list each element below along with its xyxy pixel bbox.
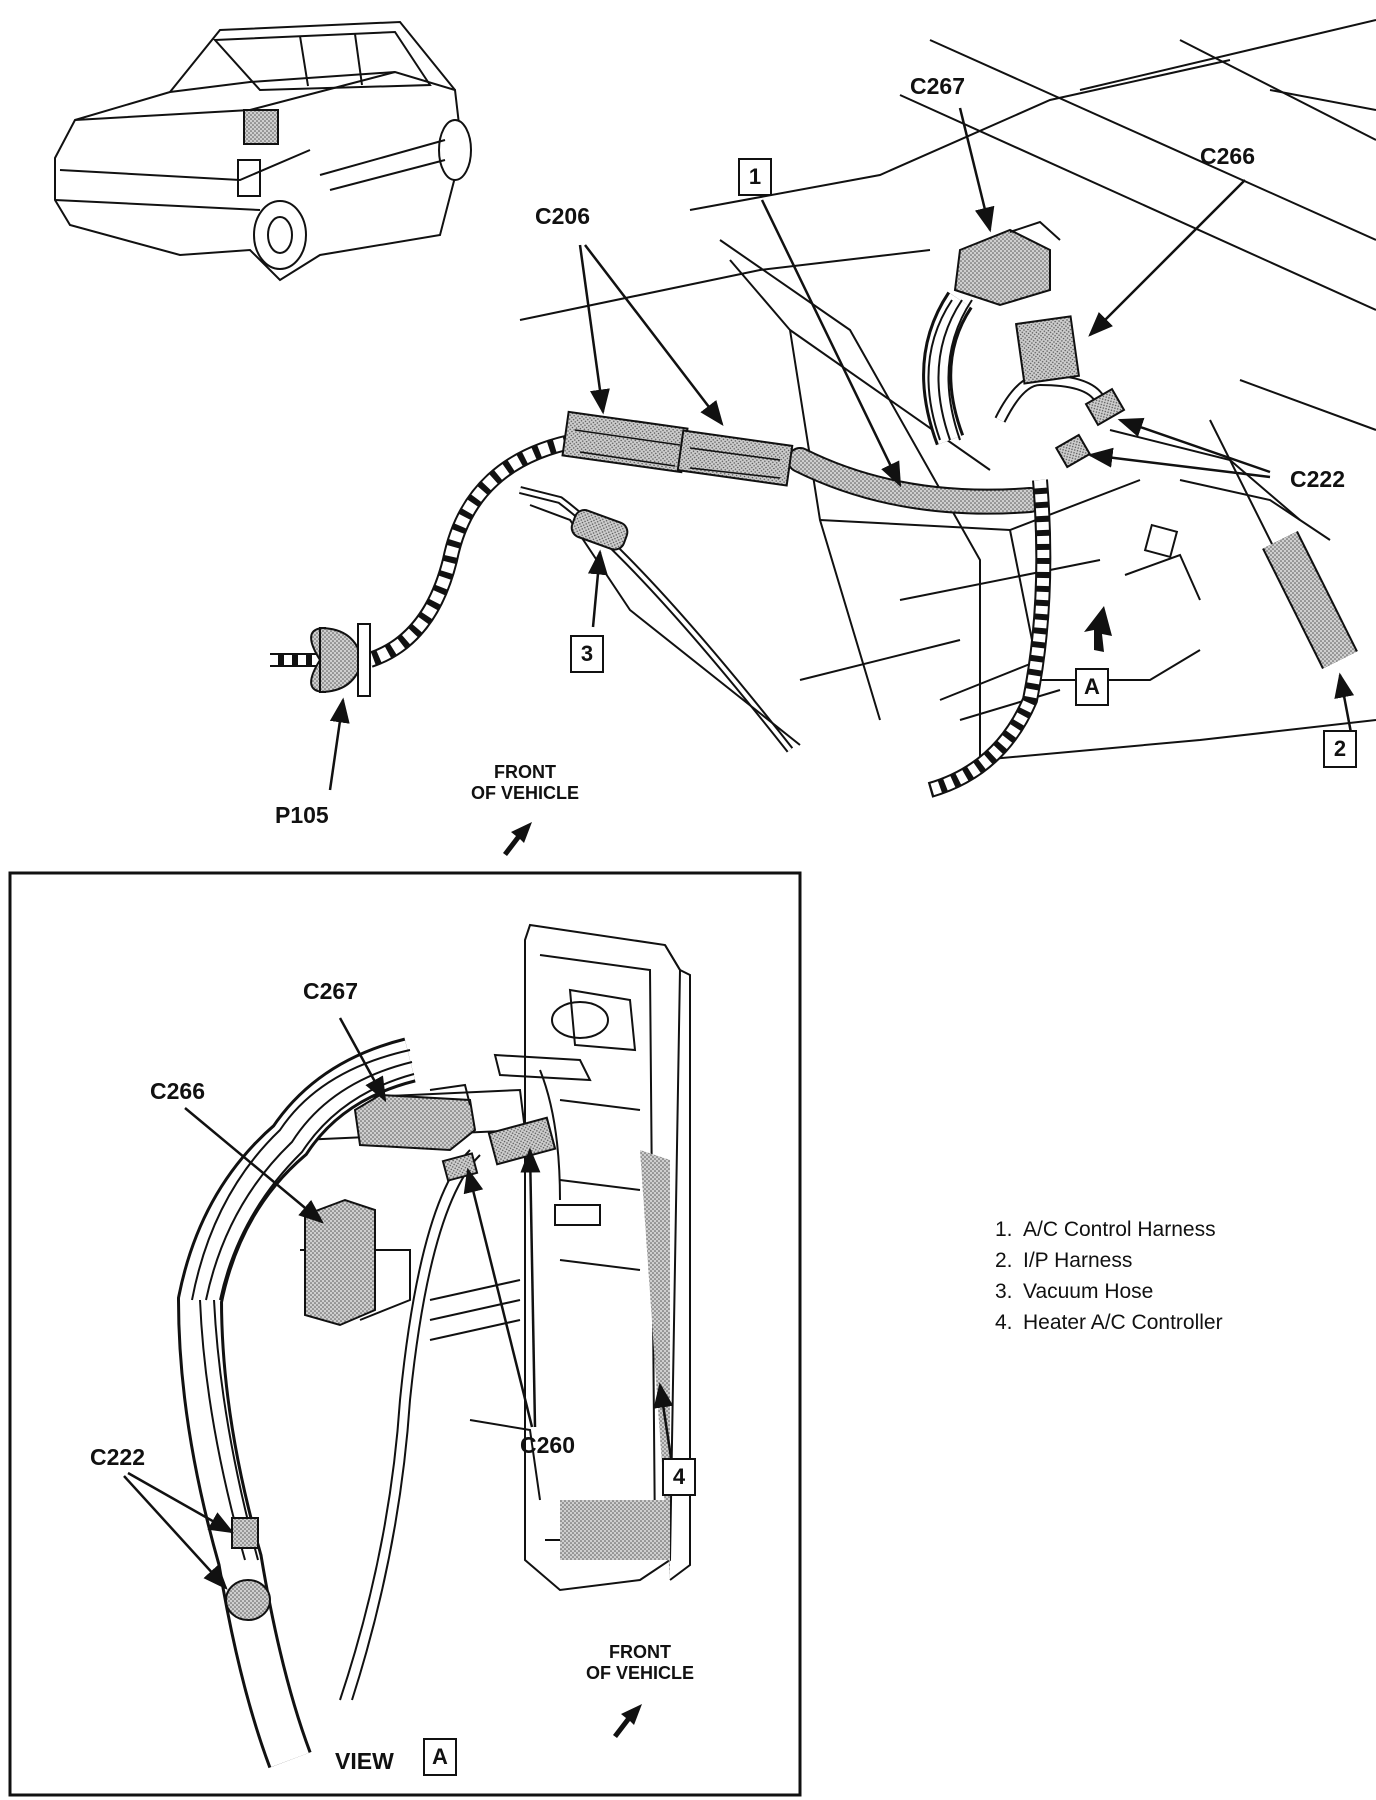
legend-text: Vacuum Hose xyxy=(1023,1280,1154,1303)
c222-label: C222 xyxy=(1290,466,1345,492)
legend-text: I/P Harness xyxy=(1023,1249,1133,1272)
vehicle-thumbnail xyxy=(54,20,472,282)
c206-label: C206 xyxy=(535,203,590,229)
callout-4: 4 xyxy=(662,1458,696,1496)
inset-front-line2: OF VEHICLE xyxy=(585,1662,694,1683)
callout-view-a: A xyxy=(1075,668,1109,706)
legend-item: 3. Vacuum Hose xyxy=(995,1280,1223,1311)
inset-c266-label: C266 xyxy=(150,1078,205,1104)
inset-front-line1: FRONT xyxy=(609,1642,671,1662)
c267-label: C267 xyxy=(910,73,965,99)
view-label: VIEW xyxy=(335,1748,394,1774)
legend-num: 3. xyxy=(995,1280,1013,1303)
view-a-box: A xyxy=(423,1738,457,1776)
inset-c267-label: C267 xyxy=(303,978,358,1004)
dashboard-structure xyxy=(519,19,1376,761)
front-of-vehicle-label: FRONT OF VEHICLE xyxy=(460,762,590,803)
legend-num: 1. xyxy=(995,1218,1013,1241)
inset-controller xyxy=(299,923,691,1592)
legend-item: 4. Heater A/C Controller xyxy=(995,1311,1223,1342)
legend-text: Heater A/C Controller xyxy=(1023,1311,1223,1334)
legend-text: A/C Control Harness xyxy=(1023,1218,1216,1241)
legend-num: 4. xyxy=(995,1311,1013,1334)
front-line2: OF VEHICLE xyxy=(470,782,579,803)
legend: 1. A/C Control Harness 2. I/P Harness 3. Va… xyxy=(995,1218,1223,1342)
c266-label: C266 xyxy=(1200,143,1255,169)
p105-label: P105 xyxy=(275,802,329,828)
inset-c260-label: C260 xyxy=(520,1432,575,1458)
inset-frame xyxy=(8,871,802,1797)
legend-item: 1. A/C Control Harness xyxy=(995,1218,1223,1249)
inset-front-of-vehicle-label: FRONT OF VEHICLE xyxy=(575,1642,705,1683)
legend-item: 2. I/P Harness xyxy=(995,1249,1223,1280)
callout-2: 2 xyxy=(1323,730,1357,768)
inset-c222-label: C222 xyxy=(90,1444,145,1470)
legend-num: 2. xyxy=(995,1249,1013,1272)
front-line1: FRONT xyxy=(494,762,556,782)
callout-3: 3 xyxy=(570,635,604,673)
callout-1: 1 xyxy=(738,158,772,196)
